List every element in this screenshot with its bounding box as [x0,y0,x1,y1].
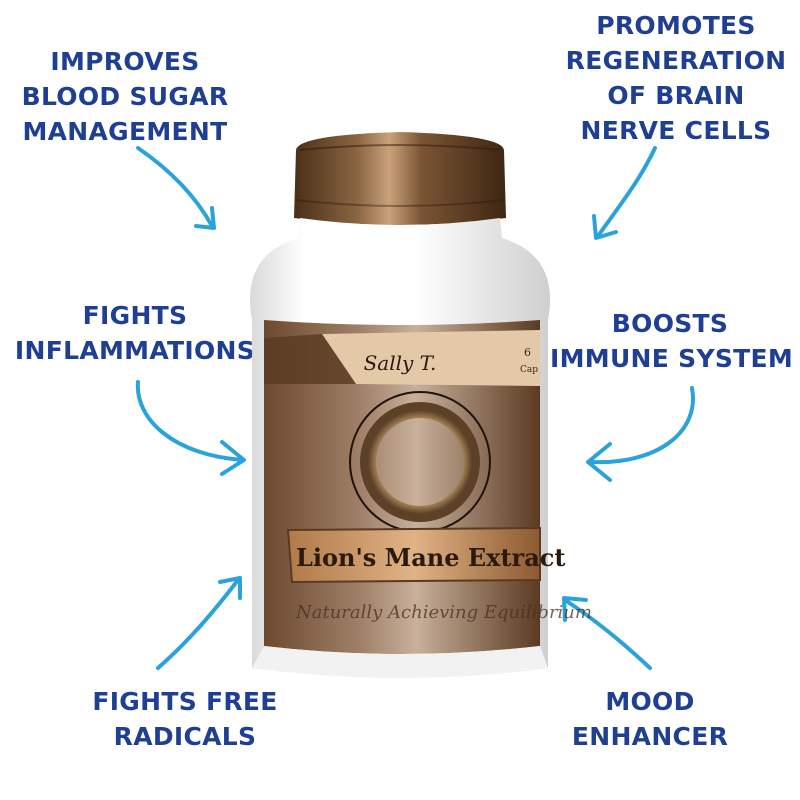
bottle-cap [294,132,506,225]
benefit-line: FIGHTS FREE [92,687,278,716]
benefit-line: REGENERATION [565,46,787,75]
benefit-immune-system: BOOSTS IMMUNE SYSTEM [550,306,794,376]
benefit-blood-sugar: IMPROVES BLOOD SUGAR MANAGEMENT [0,44,250,149]
benefit-line: INFLAMMATIONS [14,336,256,365]
supplement-bottle: Sally T. 6 Cap Lion's Mane Extract Natur… [249,132,592,678]
benefit-line: NERVE CELLS [580,116,772,145]
arrow-bottom-right [562,596,652,670]
benefit-line: OF BRAIN [607,81,745,110]
benefit-free-radicals: FIGHTS FREE RADICALS [60,684,310,754]
benefit-line: IMMUNE SYSTEM [550,344,794,373]
benefit-brain-regeneration: PROMOTES REGENERATION OF BRAIN NERVE CEL… [552,8,800,148]
benefit-line: MOOD [605,687,695,716]
benefit-line: PROMOTES [596,11,756,40]
arrow-mid-right [586,386,695,482]
benefit-line: BOOSTS [611,309,729,338]
benefit-line: FIGHTS [82,301,188,330]
product-label: Sally T. 6 Cap Lion's Mane Extract Natur… [264,320,592,654]
product-name: Lion's Mane Extract [296,543,565,572]
arrow-mid-left [135,380,246,476]
benefit-line: ENHANCER [571,722,729,751]
label-edge-text: 6 [524,346,531,359]
benefit-inflammations: FIGHTS INFLAMMATIONS [10,298,260,368]
benefit-mood: MOOD ENHANCER [540,684,760,754]
benefit-line: BLOOD SUGAR [21,82,229,111]
benefit-line: RADICALS [113,722,257,751]
emblem-inner-ring [360,402,480,522]
arrow-top-right [592,146,657,240]
benefit-line: MANAGEMENT [22,117,228,146]
product-tagline: Naturally Achieving Equilibrium [295,602,592,623]
label-edge-text-2: Cap [520,365,538,375]
benefit-line: IMPROVES [50,47,200,76]
arrow-top-left [136,146,216,230]
arrow-bottom-left [156,576,242,670]
brand-name: Sally T. [364,351,437,375]
